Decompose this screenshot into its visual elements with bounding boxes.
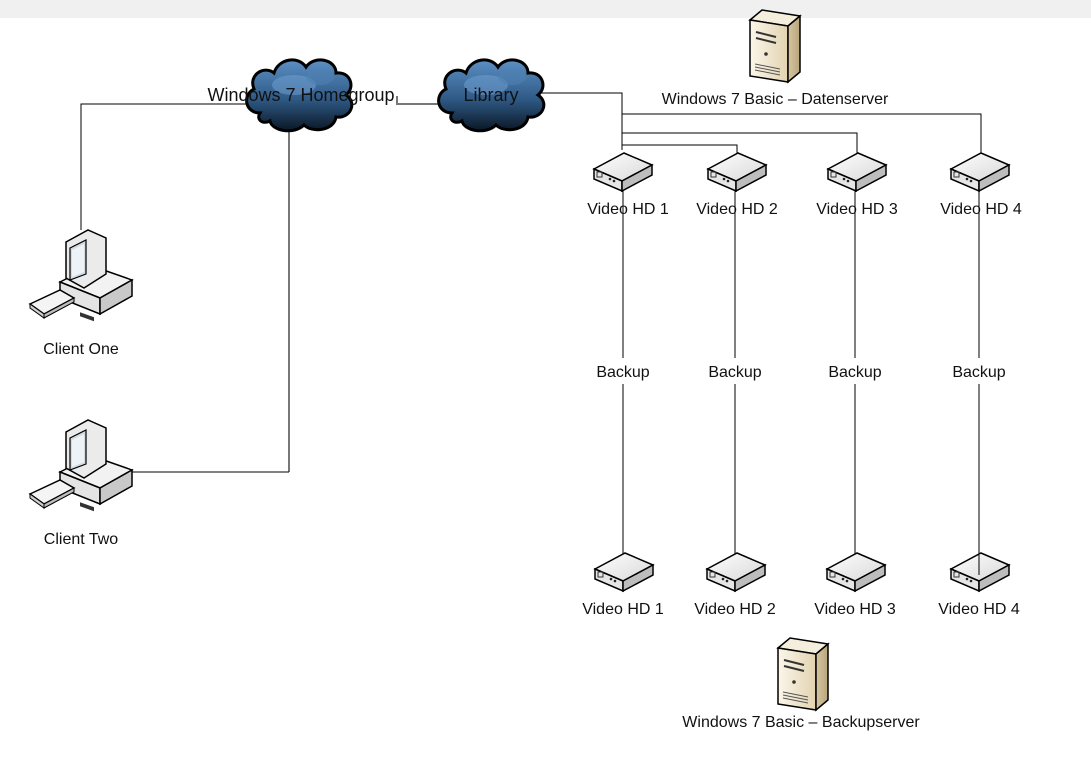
library-label: Library (463, 85, 518, 105)
primary-drive-label-1: Video HD 1 (587, 201, 669, 218)
drive-icon-primary-2[interactable] (707, 152, 767, 192)
pc-icon-client-one[interactable] (29, 229, 133, 323)
server-icon-backupserver[interactable] (777, 637, 829, 711)
drive-icon-backup-2[interactable] (706, 552, 766, 592)
link-bus-hd3 (622, 132, 858, 155)
server-icon-datenserver[interactable] (749, 9, 801, 83)
link-client-one-homegroup (80, 103, 250, 230)
client-two-label: Client Two (44, 531, 119, 548)
drive-icon-primary-4[interactable] (950, 152, 1010, 192)
backup-label-3: Backup (828, 364, 881, 381)
top-bar (0, 0, 1091, 18)
primary-drive-label-4: Video HD 4 (940, 201, 1022, 218)
backup-drive-label-3: Video HD 3 (814, 601, 896, 618)
primary-drive-label-2: Video HD 2 (696, 201, 778, 218)
link-library-datenserver-bus (540, 92, 623, 150)
drive-icon-backup-1[interactable] (594, 552, 654, 592)
datenserver-label: Windows 7 Basic – Datenserver (662, 91, 889, 108)
primary-drive-label-3: Video HD 3 (816, 201, 898, 218)
drive-icon-primary-1[interactable] (593, 152, 653, 192)
backupserver-label: Windows 7 Basic – Backupserver (682, 714, 920, 731)
backup-drive-label-1: Video HD 1 (582, 601, 664, 618)
backup-drive-label-4: Video HD 4 (938, 601, 1020, 618)
drive-icon-backup-4[interactable] (950, 552, 1010, 592)
backup-label-2: Backup (708, 364, 761, 381)
link-bus-hd4 (622, 113, 982, 155)
pc-icon-client-two[interactable] (29, 419, 133, 513)
homegroup-label: Windows 7 Homegroup (207, 85, 394, 105)
backup-label-4: Backup (952, 364, 1005, 381)
link-bus-hd2 (622, 144, 738, 155)
drive-icon-backup-3[interactable] (826, 552, 886, 592)
drive-icon-primary-3[interactable] (827, 152, 887, 192)
client-one-label: Client One (43, 341, 119, 358)
link-homegroup-library (396, 96, 442, 105)
backup-drive-label-2: Video HD 2 (694, 601, 776, 618)
backup-label-1: Backup (596, 364, 649, 381)
